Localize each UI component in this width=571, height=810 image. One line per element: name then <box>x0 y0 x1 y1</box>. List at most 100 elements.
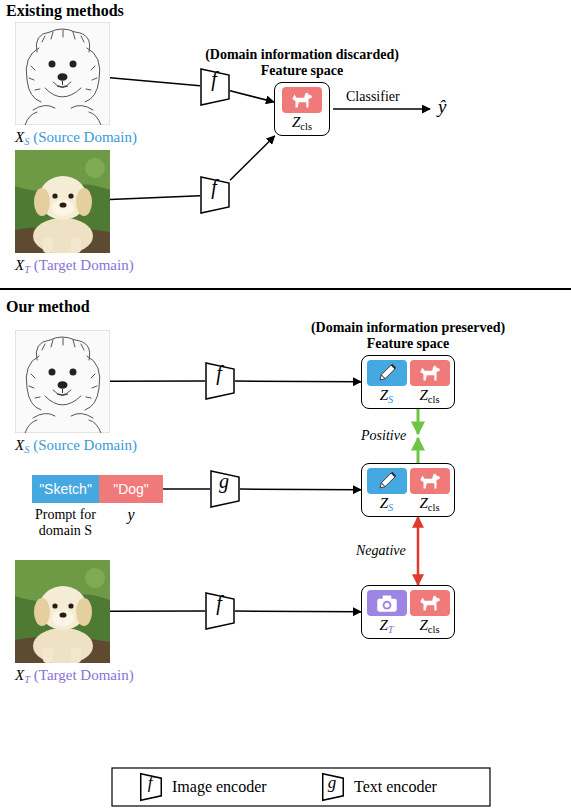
connector <box>418 409 419 463</box>
prompt-word: "Sketch" <box>39 481 92 497</box>
feature-label: ZS <box>380 386 394 406</box>
connector-line <box>240 488 361 490</box>
math-subscript: cls <box>428 502 440 513</box>
connector-line <box>417 409 420 434</box>
math-subscript: T <box>388 624 394 635</box>
feature-label: Zcls <box>419 616 439 636</box>
pencil-icon <box>378 472 396 490</box>
feature-cell: ZT <box>367 590 407 636</box>
encoder-node: f <box>205 362 235 400</box>
dog-icon <box>420 365 440 380</box>
image-node: XS (Source Domain) <box>15 330 110 433</box>
math-symbol: Z <box>292 114 300 130</box>
encoder-symbol: f <box>140 773 162 793</box>
connector <box>235 381 361 383</box>
math-symbol: X <box>15 667 24 683</box>
connector <box>235 611 361 613</box>
connector-line <box>110 196 200 200</box>
dog-icon <box>420 473 440 488</box>
feature-cell: ZS <box>367 468 407 514</box>
section-divider <box>0 288 571 290</box>
classifier-arrow <box>333 108 430 110</box>
image-caption: XS (Source Domain) <box>15 436 137 456</box>
math-subscript: cls <box>428 624 440 635</box>
feature-heading: (Domain information preserved)Feature sp… <box>311 320 505 352</box>
encoder-node: f <box>200 68 230 106</box>
feature-cell: Zcls <box>410 468 450 514</box>
feature-cell: ZS <box>367 360 407 406</box>
connector <box>110 381 205 382</box>
section-heading: Our method <box>6 298 90 316</box>
connector-line <box>417 517 420 585</box>
feature-label: Zcls <box>292 113 312 133</box>
edge-label: Negative <box>354 543 408 559</box>
feature-label: ZS <box>380 494 394 514</box>
encoder-outline <box>323 774 344 801</box>
photo-dog-image <box>15 150 110 254</box>
connector <box>110 611 205 612</box>
connector <box>163 489 210 490</box>
feature-label: ZT <box>379 616 393 636</box>
connector-line <box>230 91 274 102</box>
encoder-outline <box>211 471 239 507</box>
connector <box>240 489 361 491</box>
connector-line <box>163 488 210 490</box>
connector <box>418 517 419 585</box>
section-heading: Existing methods <box>6 2 124 20</box>
encoder-symbol: g <box>322 773 344 793</box>
sketch-dog-image <box>15 22 110 125</box>
prompt-caption: Prompt for domain S <box>24 507 108 539</box>
edge-label: Positive <box>359 428 408 444</box>
feature-tile <box>410 468 450 494</box>
heading-line: Feature space <box>311 336 505 352</box>
legend-sample: f <box>140 773 162 801</box>
legend-frame <box>112 768 490 806</box>
feature-icon <box>367 360 407 386</box>
math-subscript: S <box>388 502 393 513</box>
feature-box: (Domain information discarded)Feature sp… <box>274 82 330 136</box>
math-subscript: S <box>24 136 29 147</box>
feature-icon <box>367 468 407 494</box>
image-node: XT (Target Domain) <box>15 560 110 663</box>
prompt-word: "Dog" <box>113 481 149 497</box>
encoder-outline <box>206 363 234 399</box>
encoder-letter: f <box>205 362 235 385</box>
feature-tile <box>367 590 407 616</box>
encoder-outline <box>201 69 229 105</box>
image-caption: XS (Source Domain) <box>15 128 137 148</box>
legend-text: Text encoder <box>354 778 437 796</box>
feature-tile <box>410 590 450 616</box>
connector-line <box>417 438 420 463</box>
prompt-box: "Sketch"Prompt for domain S <box>32 475 99 503</box>
math-symbol: X <box>15 257 24 273</box>
legend-item: fImage encoder <box>140 772 267 802</box>
connector <box>230 91 274 102</box>
connector-line <box>235 380 361 382</box>
feature-box: ZTZcls <box>361 585 455 639</box>
math-subscript: S <box>24 444 29 455</box>
math-symbol: Z <box>379 617 387 633</box>
math-symbol: Z <box>419 387 427 403</box>
encoder-outline <box>141 774 162 801</box>
encoder-letter: g <box>210 470 240 493</box>
math-symbol: Z <box>419 495 427 511</box>
sketch-dog-image <box>15 330 110 433</box>
connector <box>110 78 200 86</box>
math-subscript: cls <box>428 394 440 405</box>
feature-box: ZSZcls <box>361 463 455 517</box>
connector-line <box>230 136 275 180</box>
feature-icon <box>410 468 450 494</box>
heading-line: Feature space <box>205 63 399 79</box>
math-subscript: T <box>24 264 30 275</box>
heading-line: (Domain information discarded) <box>205 47 399 63</box>
domain-name: (Source Domain) <box>29 437 136 453</box>
camera-icon <box>377 595 397 611</box>
domain-name: (Source Domain) <box>29 129 136 145</box>
connector-line <box>235 610 361 612</box>
feature-cell: Zcls <box>410 590 450 636</box>
feature-label: Zcls <box>419 386 439 406</box>
feature-tile <box>367 468 407 494</box>
encoder-node: g <box>210 470 240 508</box>
pencil-icon <box>378 364 396 382</box>
image-caption: XT (Target Domain) <box>15 256 134 276</box>
